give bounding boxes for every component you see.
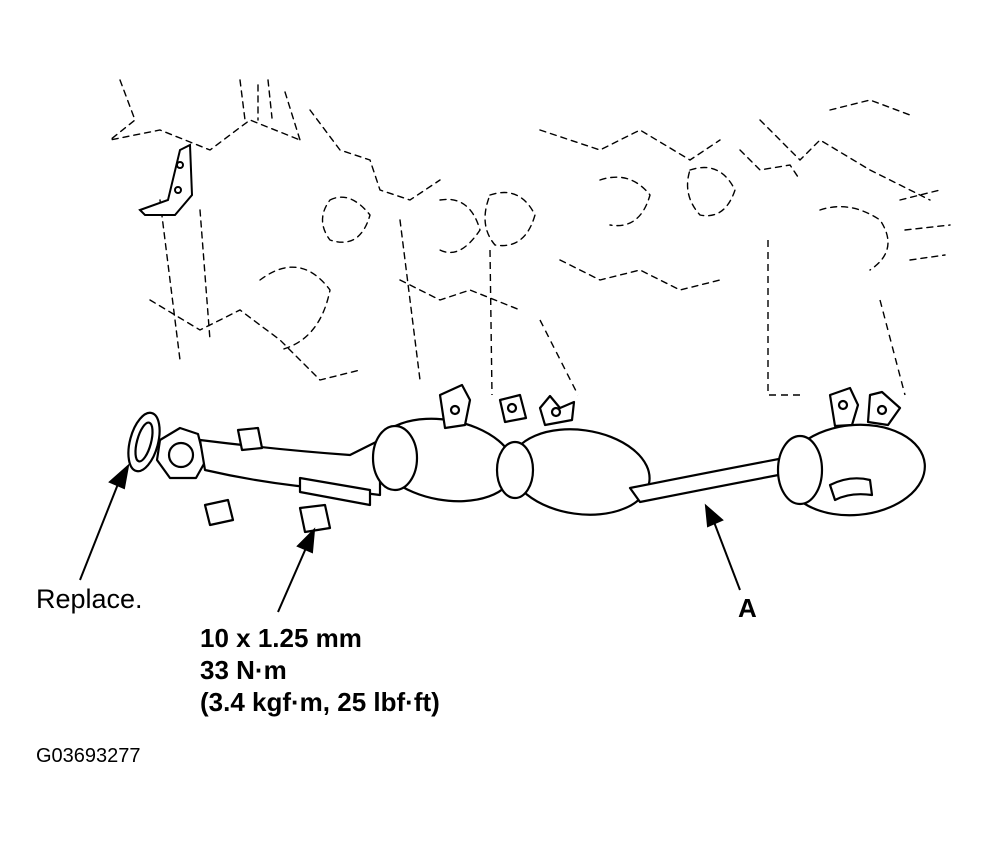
arrowhead-icon — [704, 503, 724, 528]
nut-icon — [298, 503, 332, 534]
nut-icon — [203, 498, 235, 527]
leader-lines — [79, 463, 741, 613]
torque-alt-text: (3.4 kgf·m, 25 lbf·ft) — [200, 687, 440, 717]
figure-id: G03693277 — [36, 745, 141, 767]
torque-spec: 10 x 1.25 mm 33 N·m (3.4 kgf·m, 25 lbf·f… — [200, 622, 440, 718]
arrowhead-icon — [108, 463, 130, 490]
vehicle-underbody-sketch — [109, 79, 951, 381]
torque-nm-text: 33 N·m — [200, 655, 287, 685]
part-a-label: A — [738, 593, 757, 623]
hanger-guide-lines — [489, 240, 906, 396]
arrowhead-icon — [296, 527, 316, 554]
nut-icon — [236, 426, 264, 452]
replace-label: Replace. — [36, 584, 143, 614]
exhaust-assembly — [127, 383, 926, 534]
underbody-bracket-icon — [138, 143, 194, 216]
bolt-size-text: 10 x 1.25 mm — [200, 623, 362, 653]
